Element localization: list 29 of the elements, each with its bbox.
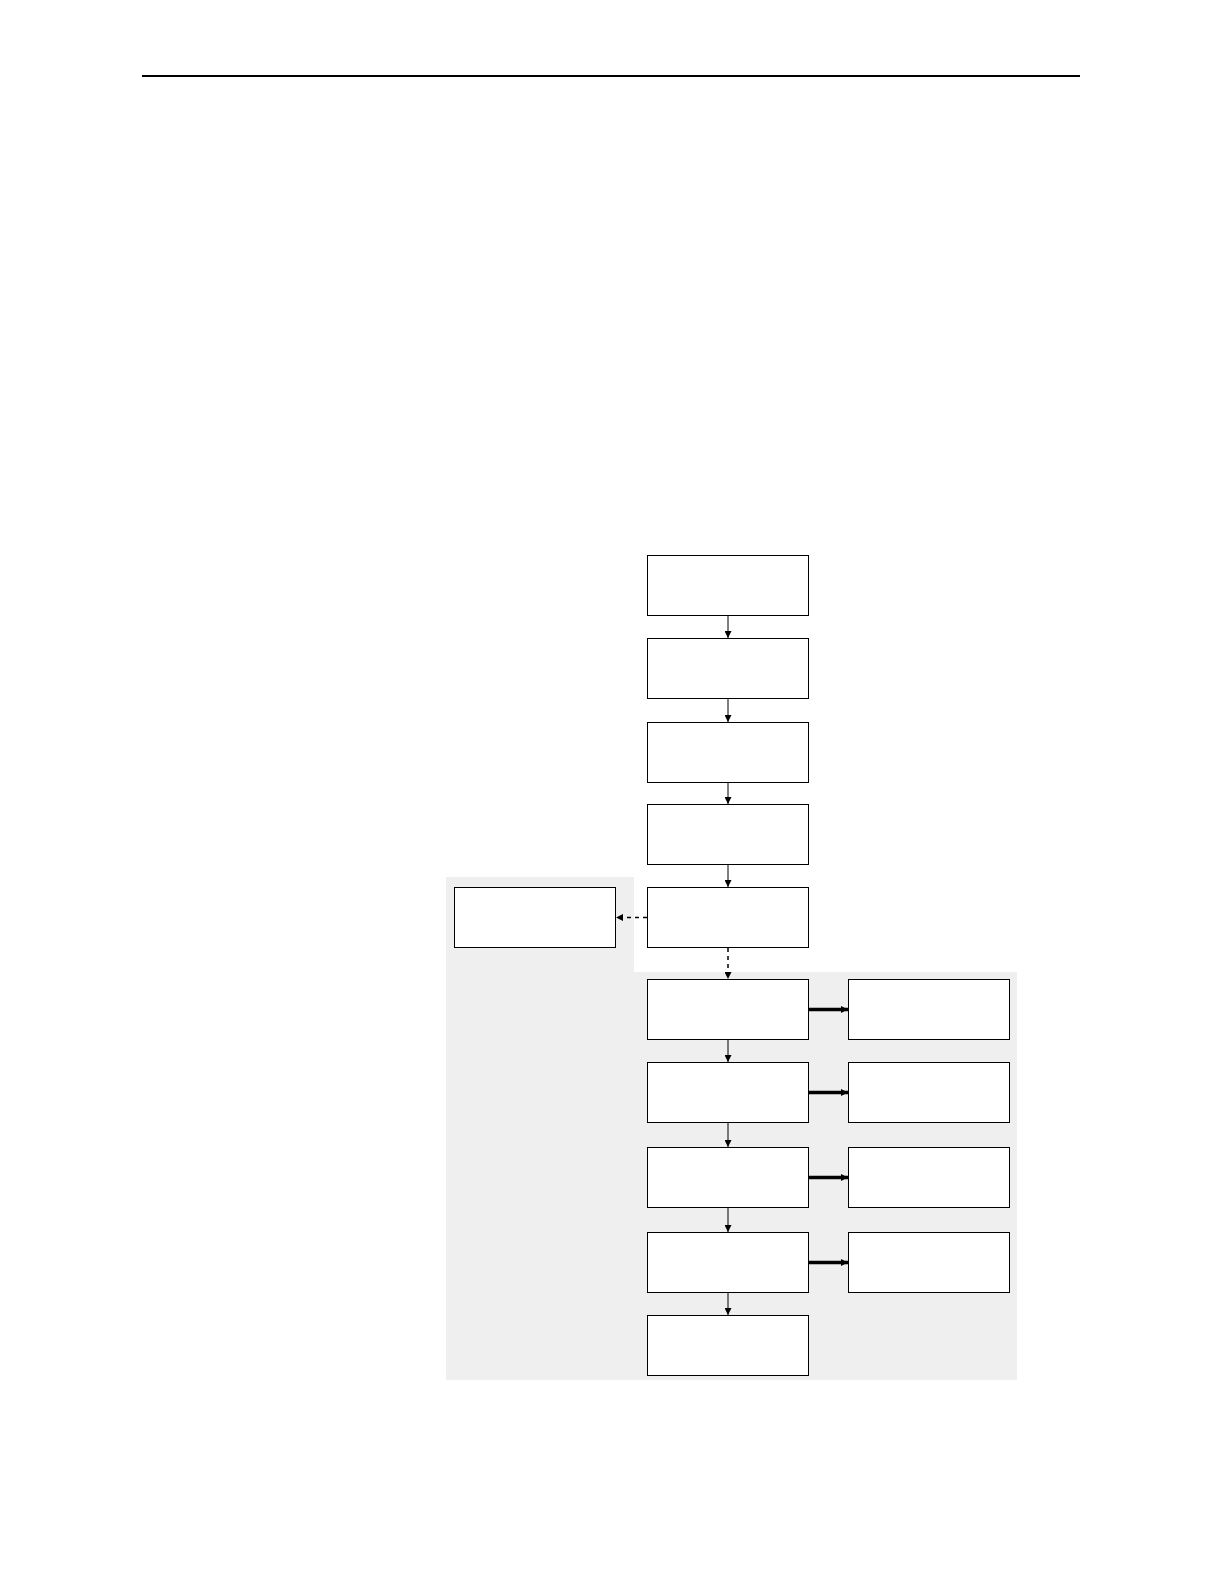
empty-box <box>647 1062 809 1123</box>
empty-box <box>647 1147 809 1208</box>
empty-box <box>647 887 809 948</box>
arrow <box>724 1122 732 1148</box>
arrow <box>724 615 732 639</box>
arrow <box>809 1089 848 1096</box>
empty-box <box>848 1147 1010 1208</box>
arrow <box>724 1292 732 1316</box>
empty-box <box>647 638 809 699</box>
empty-box <box>647 555 809 616</box>
empty-box <box>848 1232 1010 1293</box>
arrow <box>809 1174 848 1181</box>
arrow <box>615 914 648 921</box>
empty-box <box>647 979 809 1040</box>
empty-box <box>647 1232 809 1293</box>
arrow <box>724 1039 732 1063</box>
empty-box <box>647 722 809 783</box>
empty-box <box>647 1315 809 1376</box>
arrow <box>724 947 732 980</box>
arrow <box>724 698 732 723</box>
arrow <box>724 1207 732 1233</box>
arrow <box>809 1006 848 1013</box>
arrow <box>724 864 732 888</box>
empty-box <box>848 979 1010 1040</box>
empty-box <box>647 804 809 865</box>
empty-box <box>848 1062 1010 1123</box>
arrow <box>809 1259 848 1266</box>
arrow <box>724 782 732 805</box>
empty-box <box>454 887 616 948</box>
